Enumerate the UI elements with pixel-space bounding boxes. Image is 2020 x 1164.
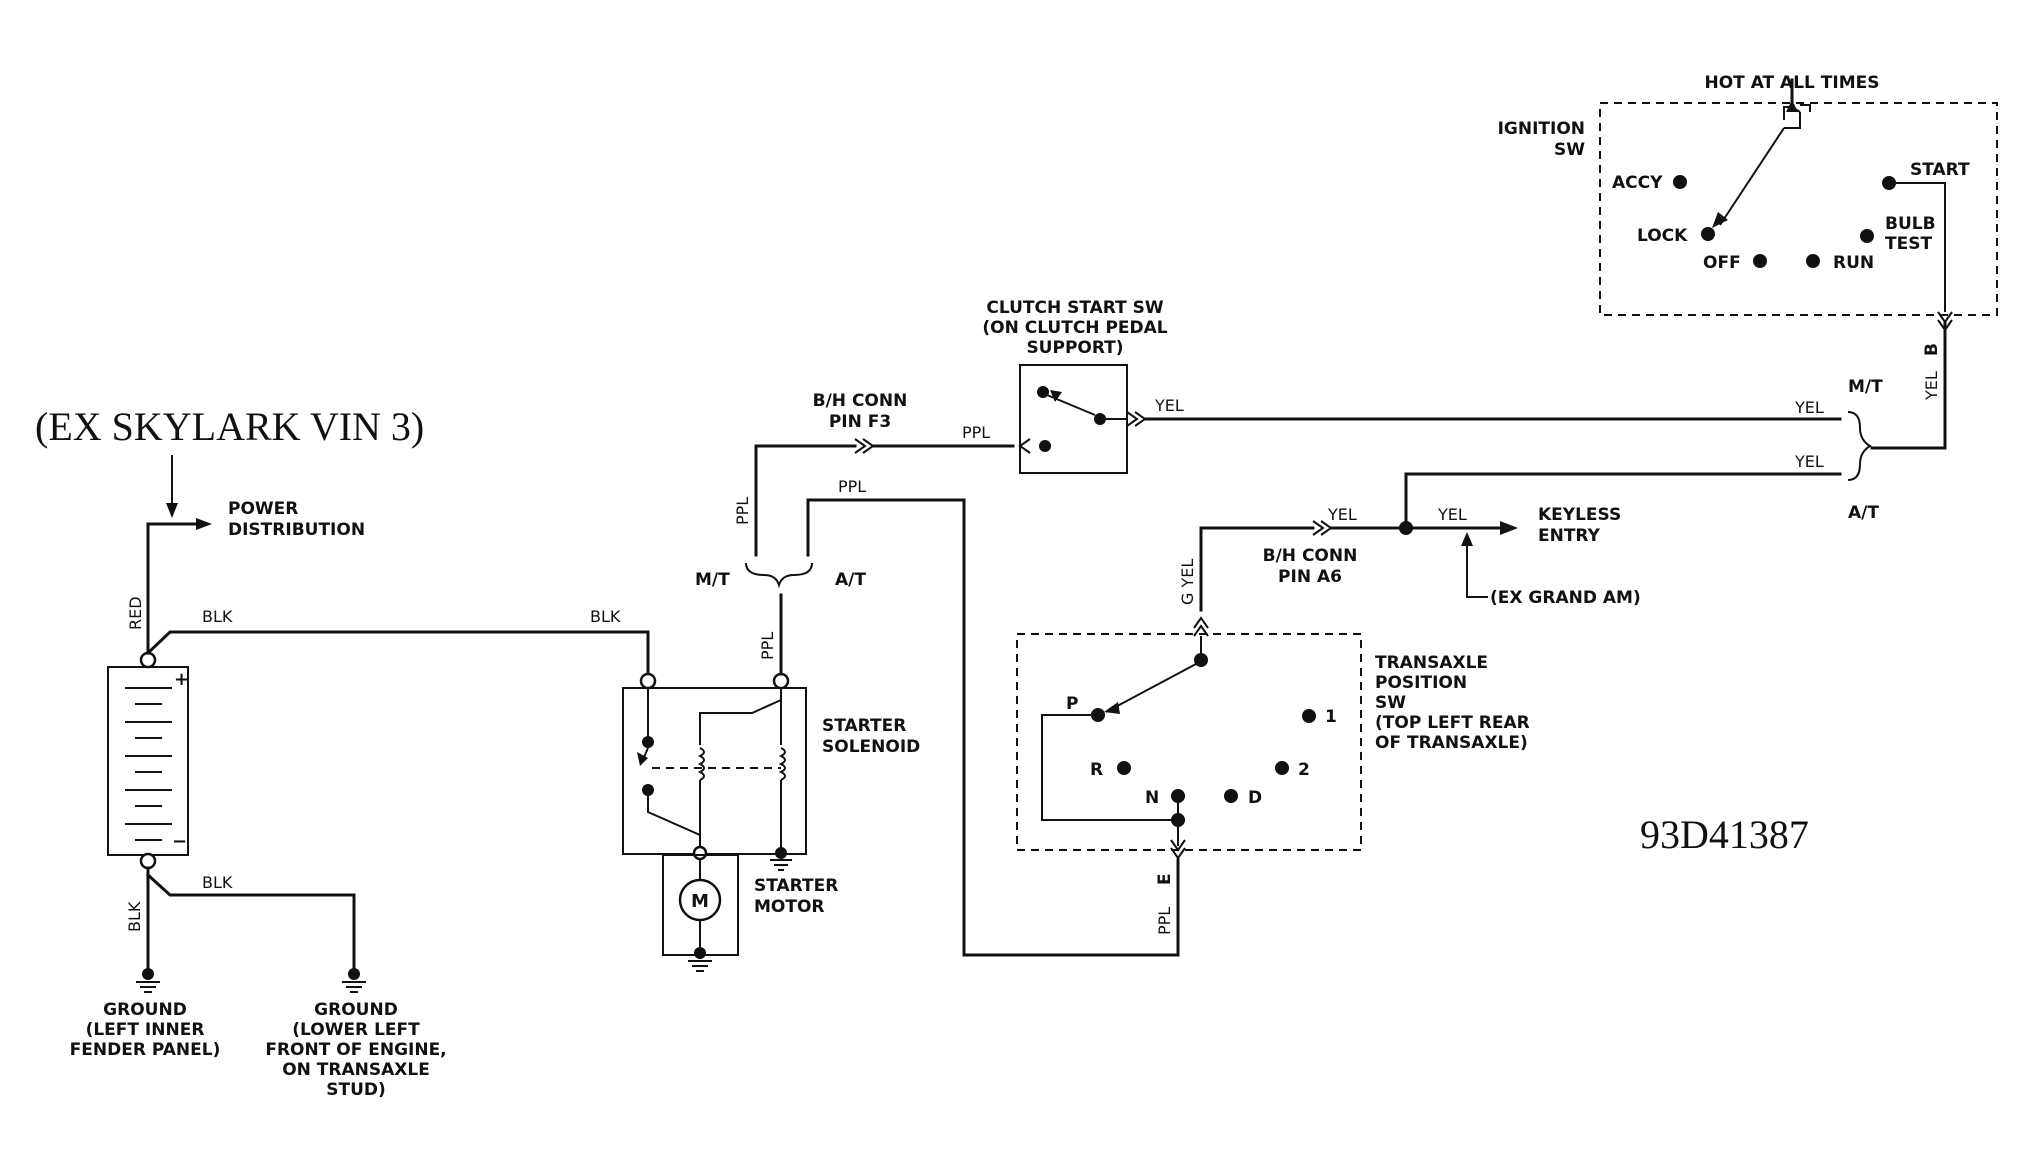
starter-motor-line1: STARTER — [754, 876, 838, 896]
keyless-entry-line2: ENTRY — [1538, 526, 1601, 546]
starter-solenoid-line2: SOLENOID — [822, 737, 920, 757]
wire-ppl-solenoid-label: PPL — [758, 632, 777, 660]
wire-yel-a6-label: YEL — [1327, 505, 1357, 524]
gear-n: N — [1145, 788, 1159, 808]
clutch-start-switch — [1019, 364, 1128, 474]
diagram-id: 93D41387 — [1640, 812, 1809, 857]
yel-b-wire — [1870, 320, 1947, 450]
wire-blk-vertical-label: BLK — [125, 901, 144, 932]
wire-ppl-f3-label: PPL — [962, 423, 990, 442]
clutch-sw-line3: SUPPORT) — [1026, 338, 1123, 358]
ign-start: START — [1910, 160, 1970, 180]
battery: + − — [107, 651, 189, 870]
ground2-line1: GROUND — [314, 1000, 398, 1020]
motor-m-symbol: M — [691, 891, 709, 912]
clutch-sw-line1: CLUTCH START SW — [986, 298, 1163, 318]
at-right-label: A/T — [1848, 503, 1879, 523]
gear-p: P — [1066, 694, 1078, 714]
hot-at-all-times: HOT AT ALL TIMES — [1705, 73, 1880, 93]
wire-ppl-left-vertical-label: PPL — [733, 497, 752, 525]
wire-blk-top-label: BLK — [202, 607, 233, 626]
power-distribution-line2: DISTRIBUTION — [228, 520, 365, 540]
ground1-line2: (LEFT INNER — [86, 1020, 205, 1040]
transaxle-position-switch — [1016, 616, 1362, 860]
ground-symbol-2 — [342, 968, 366, 993]
gear-d: D — [1248, 788, 1262, 808]
g-yel-wire — [1199, 526, 1315, 612]
starter-motor-line2: MOTOR — [754, 897, 825, 917]
transaxle-sw-line2: POSITION — [1375, 673, 1467, 693]
at-label: A/T — [835, 570, 866, 590]
power-distribution-line1: POWER — [228, 499, 298, 519]
bh-conn-a6-line2: PIN A6 — [1278, 567, 1342, 587]
wire-yel-keyless-label: YEL — [1437, 505, 1467, 524]
transaxle-sw-line5: OF TRANSAXLE) — [1375, 733, 1528, 753]
wire-ppl-e-label: PPL — [1155, 907, 1174, 935]
gear-r: R — [1090, 760, 1103, 780]
battery-plus: + — [174, 669, 189, 690]
ground2-line5: STUD) — [326, 1080, 386, 1100]
mt-right-label: M/T — [1848, 377, 1883, 397]
gear-2: 2 — [1298, 760, 1310, 780]
wire-red-label: RED — [126, 596, 145, 630]
ignition-sw-line2: SW — [1554, 140, 1585, 160]
ign-bulb: BULB — [1885, 214, 1936, 234]
transaxle-sw-line3: SW — [1375, 693, 1406, 713]
ground1-line3: FENDER PANEL) — [70, 1040, 221, 1060]
wire-yel-clutch-label: YEL — [1154, 396, 1184, 415]
wire-g-yel-label: G YEL — [1178, 559, 1197, 605]
ppl-mt-wire — [754, 444, 857, 557]
wire-yel-at-label: YEL — [1794, 452, 1824, 471]
bh-conn-a6-line1: B/H CONN — [1263, 546, 1358, 566]
wire-ppl-top-label: PPL — [838, 477, 866, 496]
wire-yel-mt-label: YEL — [1794, 398, 1824, 417]
bh-conn-f3-line1: B/H CONN — [813, 391, 908, 411]
ign-off: OFF — [1703, 253, 1741, 273]
ign-accy: ACCY — [1612, 173, 1663, 193]
ground2-line4: ON TRANSAXLE — [282, 1060, 430, 1080]
wire-yel-b-label: YEL — [1922, 371, 1941, 401]
starter-motor: M — [662, 854, 739, 972]
ground-symbol-1 — [136, 968, 160, 993]
e-pin-label: E — [1155, 873, 1175, 885]
blk-wire-ground2 — [145, 872, 356, 972]
ground2-line3: FRONT OF ENGINE, — [265, 1040, 446, 1060]
clutch-sw-line2: (ON CLUTCH PEDAL — [982, 318, 1167, 338]
right-mt-at-brace — [1847, 411, 1872, 481]
ex-grand-am-label: (EX GRAND AM) — [1490, 588, 1641, 608]
starter-solenoid — [622, 672, 807, 871]
transaxle-sw-line1: TRANSAXLE — [1375, 653, 1488, 673]
gear-1: 1 — [1325, 707, 1337, 727]
ign-run: RUN — [1833, 253, 1874, 273]
transaxle-sw-line4: (TOP LEFT REAR — [1375, 713, 1530, 733]
mt-label: M/T — [695, 570, 730, 590]
header-note: (EX SKYLARK VIN 3) — [35, 404, 424, 449]
ignition-switch — [1599, 78, 1998, 316]
wire-blk-bottom-label: BLK — [202, 873, 233, 892]
starter-solenoid-line1: STARTER — [822, 716, 906, 736]
blk-wire-top — [145, 630, 650, 675]
bh-conn-f3-line2: PIN F3 — [829, 412, 891, 432]
yel-at-wire — [1404, 472, 1842, 527]
ground2-line2: (LOWER LEFT — [292, 1020, 420, 1040]
ignition-sw-line1: IGNITION — [1498, 119, 1585, 139]
ex-grand-am-pointer — [1466, 538, 1488, 598]
keyless-entry-line1: KEYLESS — [1538, 505, 1621, 525]
ground1-line1: GROUND — [103, 1000, 187, 1020]
ppl-at-wire — [806, 498, 1180, 957]
ign-test: TEST — [1885, 234, 1932, 254]
wire-blk-top2-label: BLK — [590, 607, 621, 626]
mt-at-brace — [745, 562, 813, 589]
ign-lock: LOCK — [1637, 226, 1688, 246]
b-pin-label: B — [1922, 343, 1942, 356]
red-wire — [146, 522, 202, 655]
battery-minus: − — [172, 831, 187, 852]
